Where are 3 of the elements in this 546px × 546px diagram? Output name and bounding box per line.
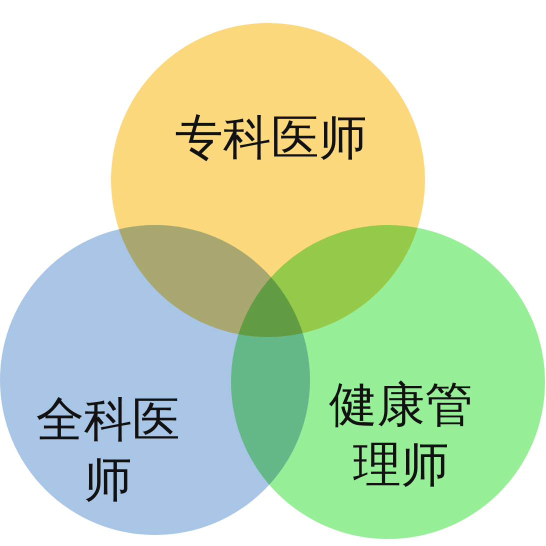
circle-label: 健康管理师 bbox=[328, 376, 474, 495]
circle-label: 专科医师 bbox=[174, 109, 368, 168]
circle-label: 全科医师 bbox=[35, 391, 181, 510]
